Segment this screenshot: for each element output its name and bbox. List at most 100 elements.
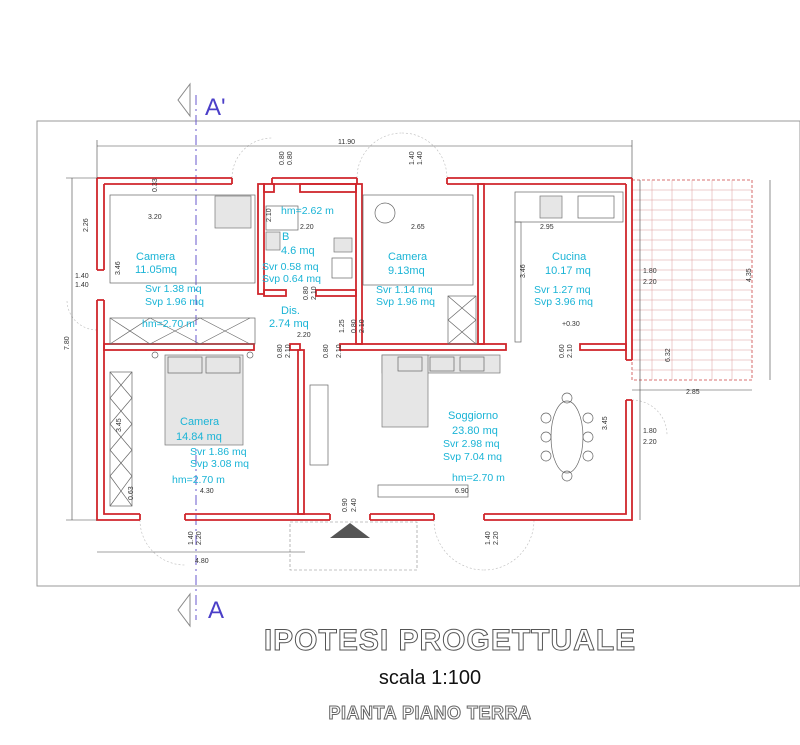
floor-title: PIANTA PIANO TERRA — [328, 703, 532, 724]
section-label-top: A' — [205, 94, 226, 121]
svg-text:2.10: 2.10 — [359, 319, 366, 333]
svg-text:0.80: 0.80 — [287, 151, 294, 165]
svg-text:0.80: 0.80 — [323, 344, 330, 358]
svg-text:1.40: 1.40 — [75, 273, 89, 280]
section-arrow-bottom-icon — [177, 592, 191, 628]
svg-text:+0.30: +0.30 — [562, 321, 580, 328]
svg-text:Soggiorno: Soggiorno — [448, 410, 498, 422]
svg-text:0.90: 0.90 — [342, 498, 349, 512]
room-disimpegno: Dis. 2.74 mq — [269, 305, 309, 330]
svg-text:2.10: 2.10 — [311, 286, 318, 300]
svg-text:2.20: 2.20 — [196, 531, 203, 545]
svg-text:3.46: 3.46 — [520, 264, 527, 278]
svg-text:2.65: 2.65 — [411, 224, 425, 231]
svg-text:3.46: 3.46 — [115, 261, 122, 275]
svg-text:4.6 mq: 4.6 mq — [281, 245, 315, 257]
svg-text:2.85: 2.85 — [686, 389, 700, 396]
svg-text:3.45: 3.45 — [116, 418, 123, 432]
svg-text:hm=2.70 m: hm=2.70 m — [142, 318, 195, 330]
svg-text:B: B — [282, 231, 289, 243]
svg-text:11.90: 11.90 — [338, 139, 355, 146]
svg-text:2.26: 2.26 — [83, 218, 90, 232]
scale-label: scala 1:100 — [378, 667, 482, 689]
svg-text:Camera: Camera — [136, 251, 176, 263]
svg-text:0.80: 0.80 — [277, 344, 284, 358]
room-soggiorno: Soggiorno 23.80 mq Svr 2.98 mq Svp 7.04 … — [443, 410, 505, 484]
svg-text:3.20: 3.20 — [148, 214, 162, 221]
svg-text:1.40: 1.40 — [188, 531, 195, 545]
svg-text:7.80: 7.80 — [64, 336, 71, 350]
svg-text:4.80: 4.80 — [195, 558, 209, 565]
svg-text:6.32: 6.32 — [665, 348, 672, 362]
svg-text:1.80: 1.80 — [643, 428, 657, 435]
svg-text:Camera: Camera — [388, 251, 428, 263]
svg-text:0.80: 0.80 — [351, 319, 358, 333]
svg-text:Svr 1.38 mq: Svr 1.38 mq — [145, 283, 202, 295]
svg-text:10.17 mq: 10.17 mq — [545, 265, 591, 277]
room-bagno: hm=2.62 m B 4.6 mq Svr 0.58 mq Svp 0.64 … — [262, 205, 334, 285]
svg-text:23.80 mq: 23.80 mq — [452, 425, 498, 437]
svg-text:3.45: 3.45 — [602, 416, 609, 430]
svg-text:14.84 mq: 14.84 mq — [176, 431, 222, 443]
svg-text:2.10: 2.10 — [567, 344, 574, 358]
svg-text:2.10: 2.10 — [285, 344, 292, 358]
svg-text:1.25: 1.25 — [339, 319, 346, 333]
svg-text:4.35: 4.35 — [746, 268, 753, 282]
svg-text:2.10: 2.10 — [336, 344, 343, 358]
room-camera-2: Camera 9.13mq Svr 1.14 mq Svp 1.96 mq — [376, 251, 435, 308]
svg-text:Svp 3.96 mq: Svp 3.96 mq — [534, 296, 593, 308]
door-swings — [66, 132, 668, 571]
svg-text:Svr 1.14 mq: Svr 1.14 mq — [376, 284, 433, 296]
svg-text:1.40: 1.40 — [485, 531, 492, 545]
svg-text:Svp 7.04 mq: Svp 7.04 mq — [443, 451, 502, 463]
project-title: IPOTESI PROGETTUALE — [263, 624, 637, 658]
svg-text:Svp 1.96 mq: Svp 1.96 mq — [376, 296, 435, 308]
svg-text:Dis.: Dis. — [281, 305, 300, 317]
room-camera-1: Camera 11.05mq Svr 1.38 mq Svp 1.96 mq h… — [135, 251, 204, 330]
svg-text:Svr 1.86 mq: Svr 1.86 mq — [190, 446, 247, 458]
section-label-bottom: A — [208, 597, 224, 624]
svg-text:11.05mq: 11.05mq — [135, 264, 177, 276]
svg-text:6.90: 6.90 — [455, 488, 469, 495]
svg-text:2.95: 2.95 — [540, 224, 554, 231]
entrance-canopy — [289, 521, 418, 571]
svg-text:4.30: 4.30 — [200, 488, 214, 495]
svg-text:1.40: 1.40 — [417, 151, 424, 165]
svg-text:Svp 3.08 mq: Svp 3.08 mq — [190, 458, 249, 470]
svg-text:2.20: 2.20 — [643, 279, 657, 286]
svg-text:1.40: 1.40 — [409, 151, 416, 165]
svg-text:Camera: Camera — [180, 416, 220, 428]
furniture — [109, 191, 624, 507]
svg-text:2.20: 2.20 — [300, 224, 314, 231]
svg-text:9.13mq: 9.13mq — [388, 265, 425, 277]
dimension-lines — [66, 140, 771, 553]
svg-text:0.80: 0.80 — [279, 151, 286, 165]
svg-text:0.33: 0.33 — [152, 178, 159, 192]
dimension-labels: 11.90 7.80 2.26 3.20 2.20 2.20 2.65 2.95… — [64, 139, 753, 565]
section-arrow-top-icon — [177, 82, 191, 118]
svg-text:1.80: 1.80 — [643, 268, 657, 275]
room-cucina: Cucina 10.17 mq Svr 1.27 mq Svp 3.96 mq … — [534, 251, 593, 328]
svg-text:2.20: 2.20 — [643, 439, 657, 446]
portico — [631, 179, 753, 381]
svg-text:Cucina: Cucina — [552, 251, 587, 263]
sheet-frame — [36, 120, 800, 587]
svg-text:Svp 0.64 mq: Svp 0.64 mq — [262, 273, 321, 285]
svg-text:2.20: 2.20 — [493, 531, 500, 545]
svg-text:Svr 2.98 mq: Svr 2.98 mq — [443, 438, 500, 450]
svg-text:2.40: 2.40 — [351, 498, 358, 512]
svg-text:hm=2.62 m: hm=2.62 m — [281, 205, 334, 217]
svg-text:2.10: 2.10 — [266, 208, 273, 222]
svg-text:Svr 0.58 mq: Svr 0.58 mq — [262, 261, 319, 273]
svg-text:1.40: 1.40 — [75, 282, 89, 289]
svg-text:0.60: 0.60 — [559, 344, 566, 358]
room-camera-3: Camera 14.84 mq Svr 1.86 mq Svp 3.08 mq … — [172, 416, 249, 486]
walls — [96, 177, 633, 521]
svg-text:hm=2.70 m: hm=2.70 m — [452, 472, 505, 484]
svg-text:Svr 1.27 mq: Svr 1.27 mq — [534, 284, 591, 296]
svg-text:0.80: 0.80 — [303, 286, 310, 300]
svg-text:Svp 1.96 mq: Svp 1.96 mq — [145, 296, 204, 308]
svg-text:2.20: 2.20 — [297, 332, 311, 339]
svg-text:2.74 mq: 2.74 mq — [269, 318, 309, 330]
